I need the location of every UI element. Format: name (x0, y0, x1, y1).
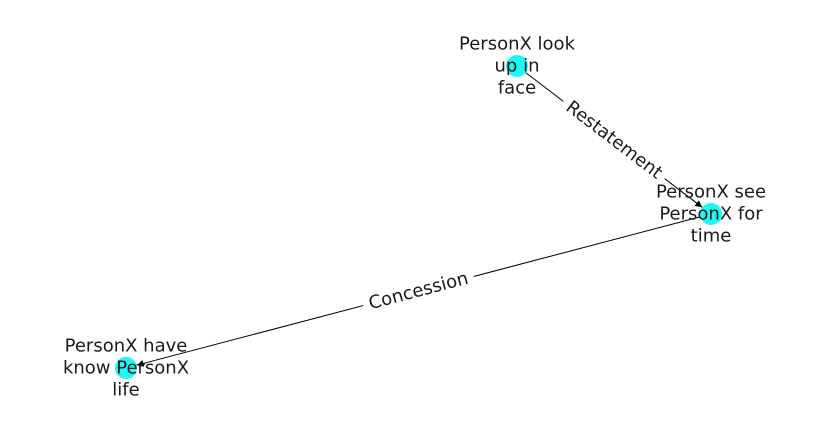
node-label-line: face (498, 78, 536, 99)
edge-label-background (555, 91, 673, 189)
edge-label-text: Restatement (562, 97, 667, 184)
node-label-line: PersonX have (65, 336, 188, 357)
edge-n2-n3: Concession (136, 213, 712, 367)
node-label-line: PersonX see (656, 182, 766, 203)
node-n1 (506, 55, 528, 77)
node-label-line: PersonX look (459, 34, 576, 55)
node-label-line: up in (495, 56, 540, 77)
node-n2 (700, 203, 722, 225)
node-label-line: know PersonX (63, 358, 189, 379)
edge-label: Concession (360, 264, 477, 318)
edge-label-text: Concession (366, 268, 470, 314)
node-n3 (115, 357, 137, 379)
edge-label-background (360, 264, 477, 318)
nodes-layer (115, 55, 722, 379)
node-label-line: life (112, 380, 139, 401)
edge-label: Restatement (555, 91, 673, 189)
node-label-line: PersonX for (659, 204, 763, 225)
node-label-line: time (691, 226, 732, 247)
